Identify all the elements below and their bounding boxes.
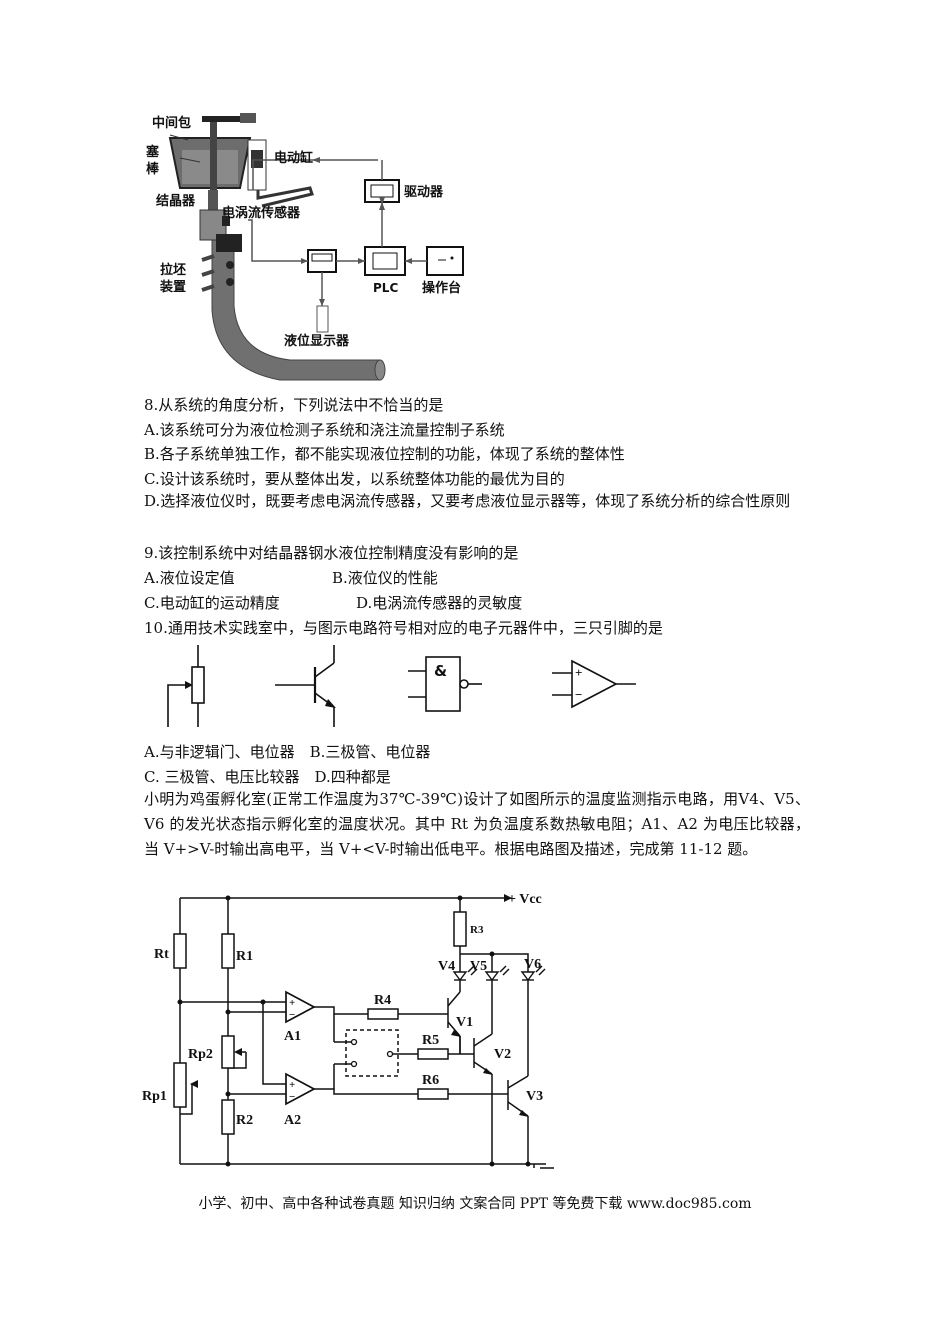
transistor-symbol [275,645,336,727]
v4-led [452,971,468,982]
label-vcc: + Vcc [508,892,542,907]
label-r1: R1 [236,949,253,964]
label-actuator: 电动缸 [274,150,313,166]
label-eddy-sensor: 电涡流传感器 [222,205,301,221]
temperature-circuit: + Vcc Rt R1 R2 R3 R4 R5 R6 Rp2 Rp1 A1 A2… [142,892,554,1169]
label-a2: A2 [284,1113,301,1128]
r6-resistor [417,1088,449,1100]
label-v1: V1 [456,1015,473,1030]
a2-minus: − [289,1091,295,1103]
label-v2: V2 [494,1047,511,1062]
nand-gate-symbol: & [408,656,482,712]
label-level-display: 液位显示器 [284,333,350,349]
a1-minus: − [289,1009,295,1021]
component-symbols: & + − [167,645,636,727]
label-rp1: Rp1 [142,1089,167,1104]
q9-option-d: D.电涡流传感器的灵敏度 [356,594,523,612]
rp1-pot [173,1062,187,1108]
q9-option-a: A.液位设定值 [144,569,235,587]
comparator-symbol: + − [552,659,636,709]
rt-resistor [173,933,187,969]
q8-option-c: C.设计该系统时，要从整体出发，以系统整体功能的最优为目的 [144,470,565,488]
label-driver: 驱动器 [404,185,444,200]
eddy-sensor-block [222,216,230,226]
comparator-plus: + [575,665,582,680]
label-r3: R3 [470,924,484,936]
potentiometer-symbol [167,645,205,727]
a2-plus: + [289,1079,295,1091]
a1-plus: + [289,997,295,1009]
label-v6: V6 [524,957,541,972]
console-box [426,246,464,276]
r3-resistor [453,911,467,947]
page-footer: 小学、初中、高中各种试卷真题 知识归纳 文案合同 PPT 等免费下载 www.d… [198,1196,752,1212]
q9-stem: 9.该控制系统中对结晶器钢水液位控制精度没有影响的是 [144,544,519,562]
r2-resistor [221,1099,235,1135]
q10-option-ab: A.与非逻辑门、电位器 B.三极管、电位器 [144,743,431,761]
casting-control-diagram: 中间包 塞 棒 电动缸 驱动器 结晶器 电涡流传感器 拉坯 装置 PLC 操作台… [146,113,464,381]
nand-ampersand: & [434,662,447,680]
v5-led [484,971,500,982]
r5-resistor [417,1048,449,1060]
label-tundish: 中间包 [152,115,191,131]
comparator-minus: − [575,687,582,702]
label-r6: R6 [422,1073,439,1088]
r4-resistor [367,1008,399,1020]
label-v5: V5 [470,959,487,974]
label-r2: R2 [236,1113,253,1128]
label-stopper-1: 塞 [146,144,160,160]
level-display-tube [316,305,329,333]
stopper-rod [210,118,217,190]
label-crystallizer: 结晶器 [156,193,196,209]
q8-option-a: A.该系统可分为液位检测子系统和浇注流量控制子系统 [144,421,505,439]
label-stopper-2: 棒 [146,161,160,177]
label-rt: Rt [154,947,169,962]
circuit-intro: 小明为鸡蛋孵化室(正常工作温度为37℃-39℃)设计了如图所示的温度监测指示电路… [144,790,810,858]
q10-option-cd: C. 三极管、电压比较器 D.四种都是 [144,768,391,786]
label-r5: R5 [422,1033,439,1048]
q10-stem: 10.通用技术实践室中，与图示电路符号相对应的电子元器件中，三只引脚的是 [144,619,663,637]
q9-option-b: B.液位仪的性能 [332,569,438,587]
label-withdrawal-2: 装置 [159,279,186,295]
label-a1: A1 [284,1029,301,1044]
label-rp2: Rp2 [188,1047,213,1062]
label-console: 操作台 [422,280,461,296]
withdrawal-block [216,234,242,252]
label-r4: R4 [374,993,391,1008]
q9-option-c: C.电动缸的运动精度 [144,594,280,612]
label-v3: V3 [526,1089,543,1104]
v6-led [520,971,536,982]
r1-resistor [221,933,235,969]
rp2-pot [221,1035,235,1069]
label-v4: V4 [438,959,455,974]
q8-option-d: D.选择液位仪时，既要考虑电涡流传感器，又要考虑液位显示器等，体现了系统分析的综… [144,492,791,510]
label-withdrawal-1: 拉坯 [160,262,186,278]
q8-option-b: B.各子系统单独工作，都不能实现液位控制的功能，体现了系统的整体性 [144,445,625,463]
q8-stem: 8.从系统的角度分析，下列说法中不恰当的是 [144,396,444,414]
label-plc: PLC [373,281,398,295]
